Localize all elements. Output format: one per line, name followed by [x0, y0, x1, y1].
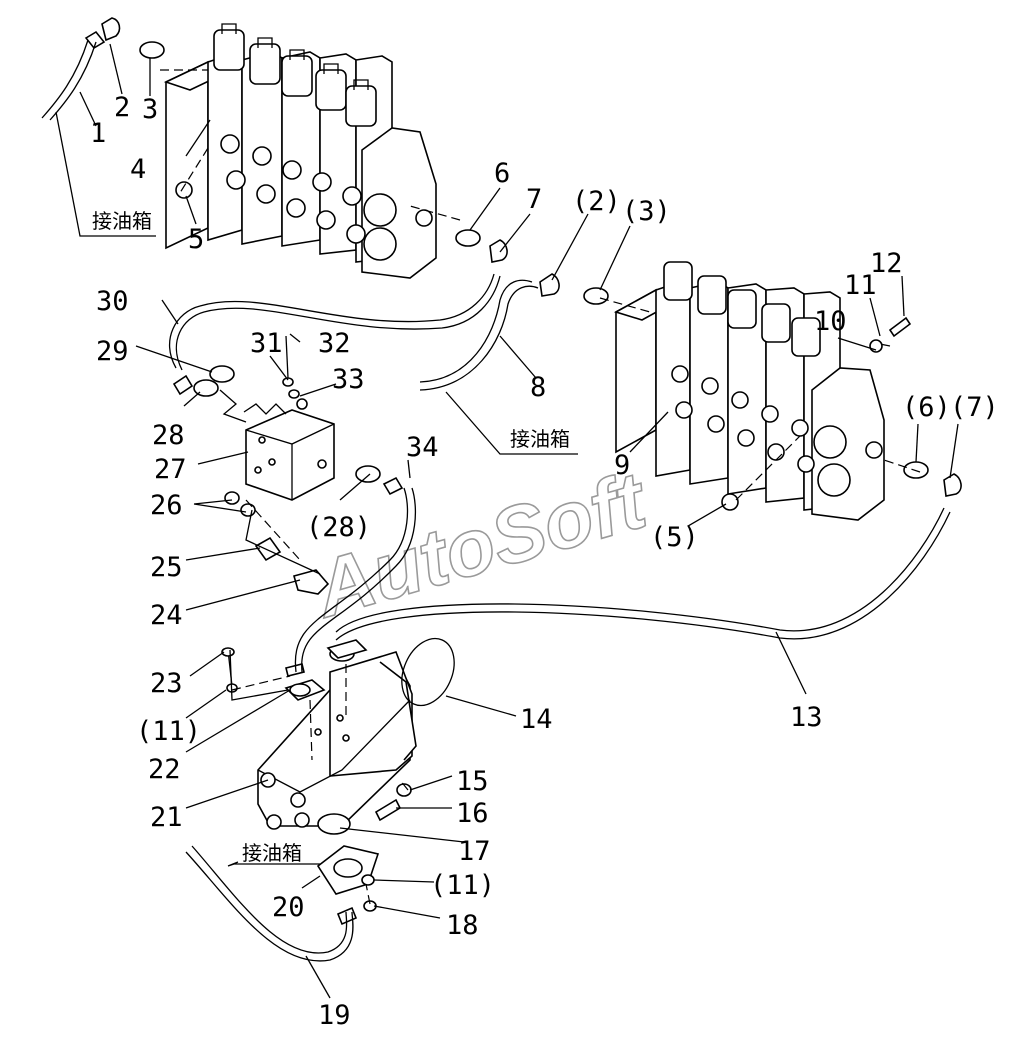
callout-25: 25	[150, 552, 183, 583]
leader-lines	[55, 43, 959, 999]
callout-20: 20	[272, 892, 305, 923]
tank-label-top-left: 接油箱	[92, 209, 152, 233]
callout-27: 27	[154, 454, 187, 485]
callout-labels: 1 2 3 4 5 6 7 (2) (3) 8 9 10 11 12 30 29…	[90, 92, 999, 1031]
control-valve-4	[163, 23, 437, 279]
callout-30: 30	[96, 286, 129, 317]
callout-33: 33	[332, 364, 365, 395]
callout-26: 26	[150, 490, 183, 521]
callout-7p: (7)	[950, 392, 999, 423]
callout-11p-b: (11)	[430, 870, 495, 901]
callout-5: 5	[188, 224, 204, 255]
callout-31: 31	[250, 328, 283, 359]
tank-label-bottom: 接油箱	[242, 841, 302, 865]
callout-14: 14	[520, 704, 553, 735]
callout-18: 18	[446, 910, 479, 941]
callout-7: 7	[526, 184, 542, 215]
callout-3: 3	[142, 94, 158, 125]
callout-5p: (5)	[650, 522, 699, 553]
hoses	[41, 39, 951, 962]
callout-22: 22	[148, 754, 181, 785]
callout-8: 8	[530, 372, 546, 403]
callout-29: 29	[96, 336, 129, 367]
callout-6: 6	[494, 158, 510, 189]
tank-label-middle: 接油箱	[510, 427, 570, 451]
callout-28: 28	[152, 420, 185, 451]
callout-32: 32	[318, 328, 351, 359]
callout-15: 15	[456, 766, 489, 797]
callout-9: 9	[614, 450, 630, 481]
callout-11p-a: (11)	[136, 716, 201, 747]
callout-19: 19	[318, 1000, 351, 1031]
fittings	[84, 17, 962, 926]
callout-4: 4	[130, 154, 146, 185]
callout-23: 23	[150, 668, 183, 699]
callout-12: 12	[870, 248, 903, 279]
callout-2p: (2)	[572, 186, 621, 217]
callout-17: 17	[458, 836, 491, 867]
callout-24: 24	[150, 600, 183, 631]
control-valve-9	[613, 261, 885, 521]
callout-34: 34	[406, 432, 439, 463]
callout-1: 1	[90, 118, 106, 149]
callout-28p: (28)	[306, 512, 371, 543]
callout-11: 11	[844, 270, 877, 301]
callout-21: 21	[150, 802, 183, 833]
valve-block-27	[245, 398, 335, 501]
callout-16: 16	[456, 798, 489, 829]
callout-10: 10	[814, 306, 847, 337]
callout-6p: (6)	[902, 392, 951, 423]
callout-3p: (3)	[622, 196, 671, 227]
callout-13: 13	[790, 702, 823, 733]
callout-2: 2	[114, 92, 130, 123]
